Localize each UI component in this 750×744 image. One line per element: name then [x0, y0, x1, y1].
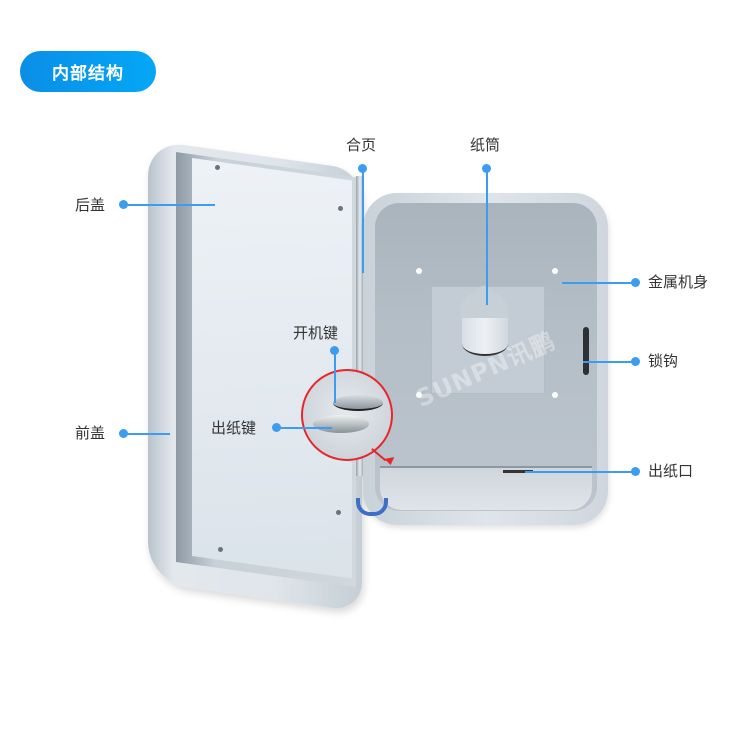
hinge-shape	[356, 176, 364, 476]
mount-hole-icon	[552, 392, 558, 398]
power-button-shape	[333, 395, 383, 411]
screw-icon	[215, 165, 220, 170]
paper-outlet-tray-shape	[380, 466, 592, 510]
screw-icon	[336, 510, 341, 515]
callout-line	[124, 204, 215, 206]
section-title: 内部结构	[52, 64, 124, 84]
callout-dot-icon	[119, 429, 128, 438]
mount-hole-icon	[552, 268, 558, 274]
callout-label: 出纸键	[211, 419, 257, 437]
callout-line	[525, 471, 634, 473]
mount-hole-icon	[416, 268, 422, 274]
lock-hook-shape	[583, 327, 589, 375]
callout-line	[583, 361, 634, 363]
callout-label: 合页	[346, 136, 377, 154]
paper-slot-shape	[503, 470, 533, 473]
callout-label: 开机键	[293, 324, 339, 342]
button-detail-magnifier	[301, 369, 393, 461]
callout-label: 纸筒	[470, 136, 501, 154]
callout-dot-icon	[631, 467, 640, 476]
callout-line	[486, 168, 488, 305]
callout-line	[277, 427, 332, 429]
screw-icon	[338, 206, 343, 211]
callout-dot-icon	[119, 200, 128, 209]
section-title-badge: 内部结构	[20, 51, 156, 92]
callout-line	[362, 168, 364, 273]
callout-label: 锁钩	[648, 352, 679, 370]
callout-line	[334, 351, 336, 403]
callout-label: 出纸口	[648, 462, 694, 480]
paper-feed-button-shape	[313, 415, 369, 433]
cable-shape	[356, 498, 388, 516]
paper-roll-shape	[462, 318, 508, 356]
callout-dot-icon	[631, 278, 640, 287]
back-cover-shape	[192, 158, 352, 579]
callout-dot-icon	[272, 423, 281, 432]
callout-dot-icon	[631, 357, 640, 366]
mount-hole-icon	[416, 392, 422, 398]
callout-line	[562, 282, 634, 284]
screw-icon	[218, 547, 223, 552]
callout-label: 金属机身	[648, 273, 709, 291]
callout-label: 后盖	[75, 196, 106, 214]
callout-line	[124, 433, 170, 435]
callout-dot-icon	[330, 346, 339, 355]
callout-label: 前盖	[75, 424, 106, 442]
